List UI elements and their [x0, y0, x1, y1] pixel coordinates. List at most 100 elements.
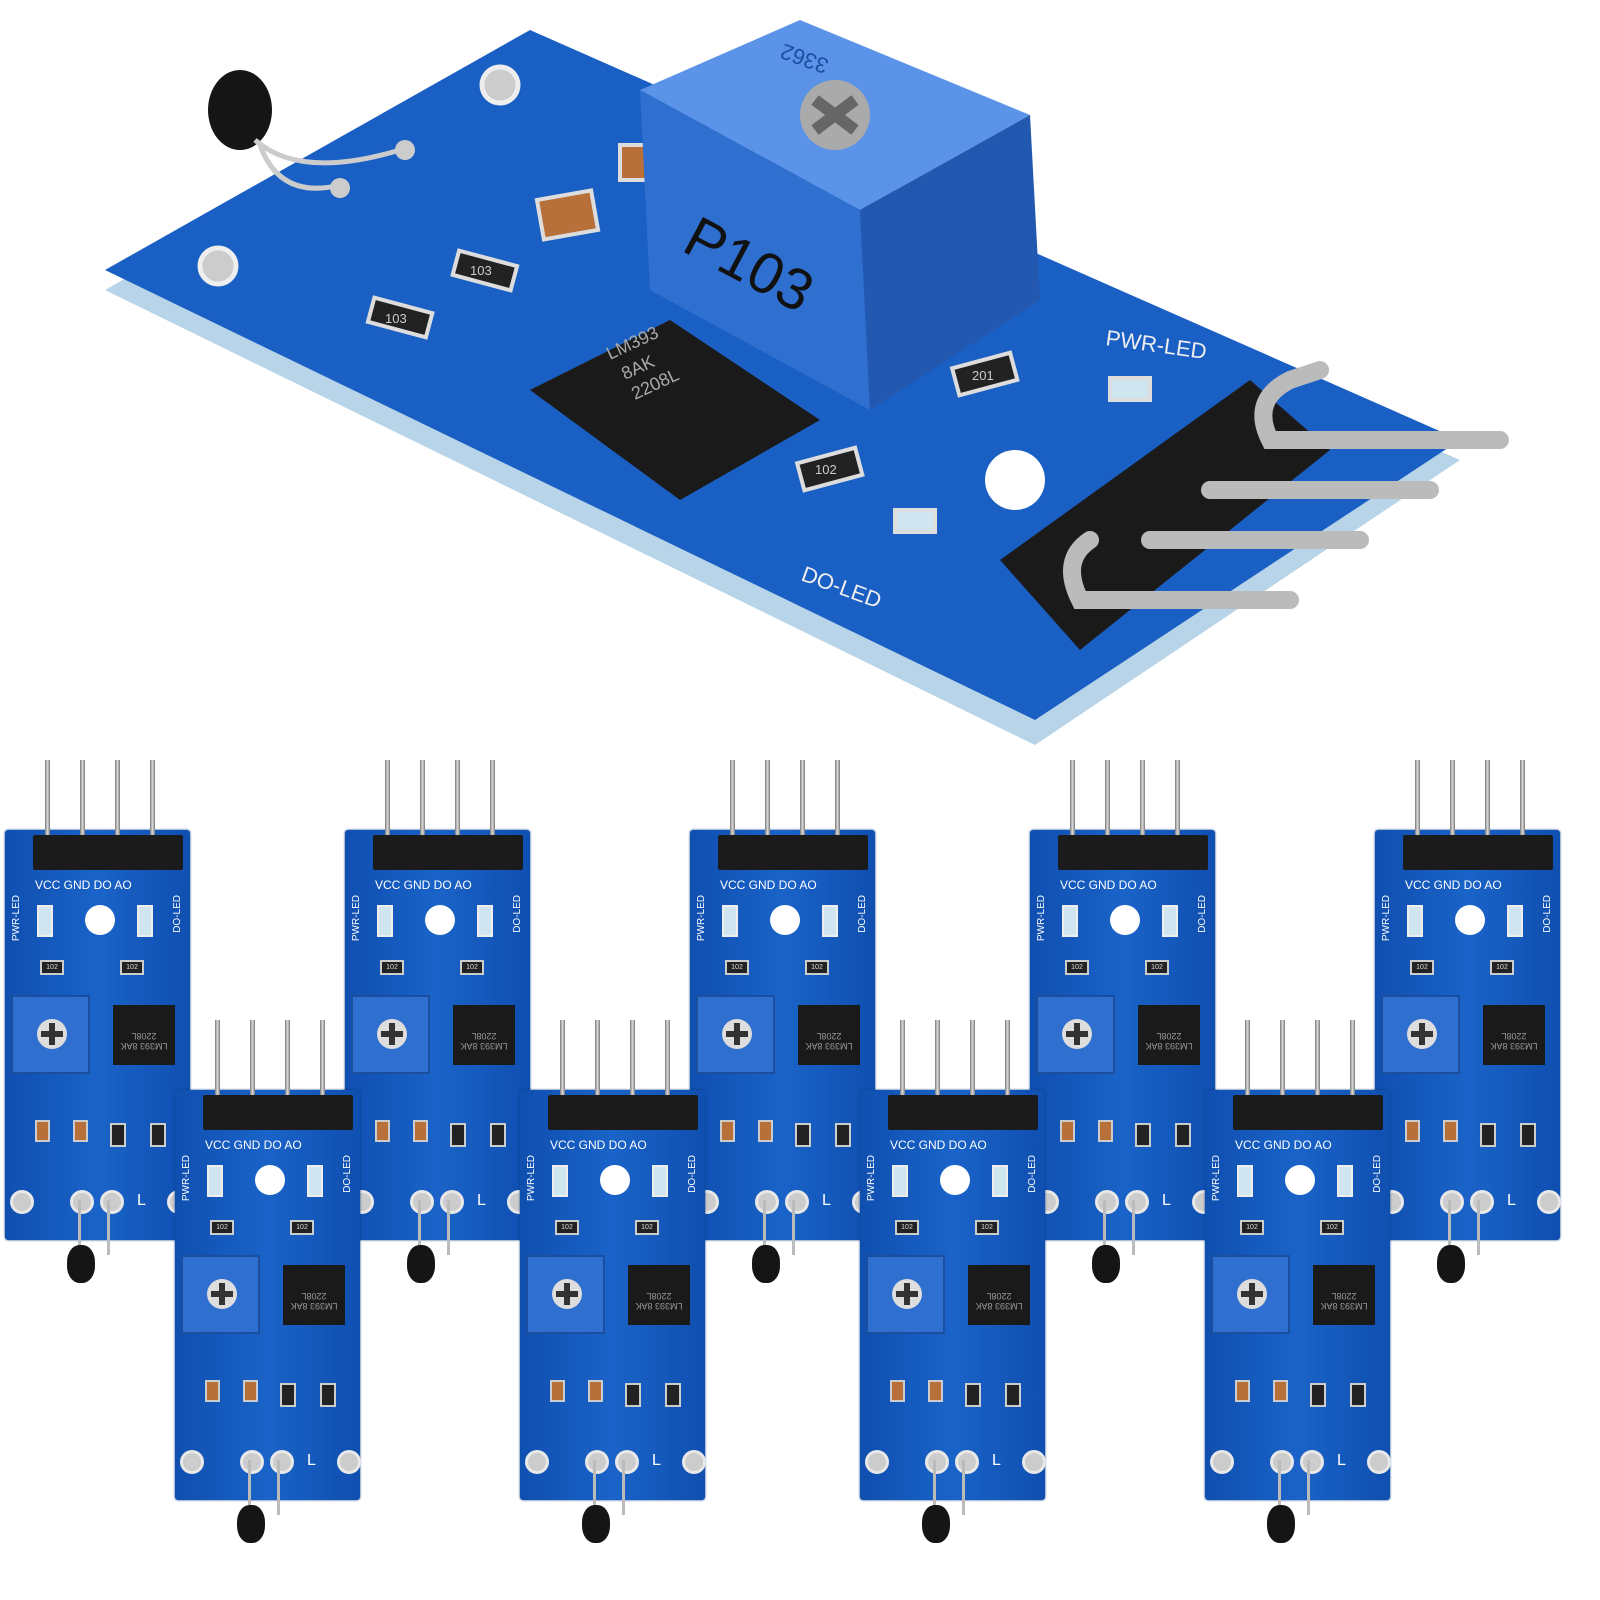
pin-header: [1403, 835, 1553, 870]
solder-pad: [100, 1190, 124, 1214]
resistor: [450, 1123, 466, 1147]
header-pin: [80, 760, 85, 855]
solder-pad: [682, 1450, 706, 1474]
resistor: 102: [975, 1220, 999, 1235]
do-led-label: DO-LED: [1372, 1155, 1383, 1193]
potentiometer: [11, 995, 90, 1074]
header-pin: [455, 760, 460, 855]
resistor: [490, 1123, 506, 1147]
mounting-hole: [85, 905, 115, 935]
pin-header: [1000, 361, 1509, 650]
svg-text:103: 103: [385, 311, 407, 326]
header-pin: [1175, 760, 1180, 855]
do-led: [1507, 905, 1523, 937]
pwr-led-label: PWR-LED: [351, 895, 362, 942]
header-pin: [730, 760, 735, 855]
solder-pad: [1270, 1450, 1294, 1474]
pwr-led-label: PWR-LED: [181, 1155, 192, 1202]
capacitor: [1235, 1380, 1250, 1402]
thermistor-icon: [1437, 1245, 1465, 1283]
pwr-led: [892, 1165, 908, 1197]
capacitor: [73, 1120, 88, 1142]
header-pin: [115, 760, 120, 855]
thermistor-leg: [107, 1200, 110, 1255]
capacitor: [1273, 1380, 1288, 1402]
svg-text:103: 103: [470, 263, 492, 278]
thermistor-label: L: [1162, 1192, 1171, 1209]
resistor: 102: [1240, 1220, 1264, 1235]
resistor: [965, 1383, 981, 1407]
pin-header: [1058, 835, 1208, 870]
mounting-hole: [770, 905, 800, 935]
header-pin: [1105, 760, 1110, 855]
pwr-led: [1237, 1165, 1253, 1197]
thermistor-label: L: [477, 1192, 486, 1209]
header-pin: [1070, 760, 1075, 855]
lm393-chip: LM393 8AK 2208L: [1483, 1005, 1545, 1065]
lm393-chip: LM393 8AK 2208L: [113, 1005, 175, 1065]
thermistor-leg: [1132, 1200, 1135, 1255]
pwr-led-label: PWR-LED: [526, 1155, 537, 1202]
do-led-label: DO-LED: [687, 1155, 698, 1193]
solder-pad: [410, 1190, 434, 1214]
pin-labels: VCC GND DO AO: [375, 878, 472, 892]
solder-pad: [615, 1450, 639, 1474]
thermistor-leg: [962, 1460, 965, 1515]
resistor: [280, 1383, 296, 1407]
solder-pad: [270, 1450, 294, 1474]
potentiometer: [866, 1255, 945, 1334]
lm393-chip: LM393 8AK 2208L: [453, 1005, 515, 1065]
resistor: 102: [40, 960, 64, 975]
resistor: [835, 1123, 851, 1147]
resistor: [1135, 1123, 1151, 1147]
thermistor-leg: [1477, 1200, 1480, 1255]
thermistor-leg: [78, 1200, 81, 1255]
mounting-hole: [1285, 1165, 1315, 1195]
thermistor-icon: [922, 1505, 950, 1543]
thermistor-icon: [407, 1245, 435, 1283]
capacitor: [588, 1380, 603, 1402]
pot-knob: [552, 1279, 582, 1309]
solder-pad: [1210, 1450, 1234, 1474]
capacitor: [550, 1380, 565, 1402]
capacitor: [1405, 1120, 1420, 1142]
capacitor: [890, 1380, 905, 1402]
mounting-hole: [1110, 905, 1140, 935]
svg-text:201: 201: [972, 368, 994, 383]
resistor: [1005, 1383, 1021, 1407]
thermistor-leg: [622, 1460, 625, 1515]
lm393-chip: LM393 8AK 2208L: [798, 1005, 860, 1065]
potentiometer: [1036, 995, 1115, 1074]
header-pin: [1520, 760, 1525, 855]
solder-pad: [240, 1450, 264, 1474]
lm393-chip: LM393 8AK 2208L: [283, 1265, 345, 1325]
thermistor-icon: [67, 1245, 95, 1283]
pwr-led: [1062, 905, 1078, 937]
solder-pad: [785, 1190, 809, 1214]
pin-header: [33, 835, 183, 870]
header-pin: [1140, 760, 1145, 855]
resistor: 102: [1410, 960, 1434, 975]
header-pin: [285, 1020, 290, 1115]
lm393-chip: LM393 8AK 2208L: [1313, 1265, 1375, 1325]
pin-labels: VCC GND DO AO: [205, 1138, 302, 1152]
pwr-led: [552, 1165, 568, 1197]
thermistor-label: L: [652, 1452, 661, 1469]
do-led-label: DO-LED: [857, 895, 868, 933]
pin-header: [1233, 1095, 1383, 1130]
resistor: 103: [365, 295, 435, 340]
pwr-led-label: PWR-LED: [1381, 895, 1392, 942]
capacitor: [205, 1380, 220, 1402]
thermistor-leg: [763, 1200, 766, 1255]
resistor: 102: [805, 960, 829, 975]
header-pin: [765, 760, 770, 855]
thermistor-label: L: [992, 1452, 1001, 1469]
header-pin: [835, 760, 840, 855]
header-pin: [320, 1020, 325, 1115]
potentiometer: [351, 995, 430, 1074]
capacitor: [1443, 1120, 1458, 1142]
